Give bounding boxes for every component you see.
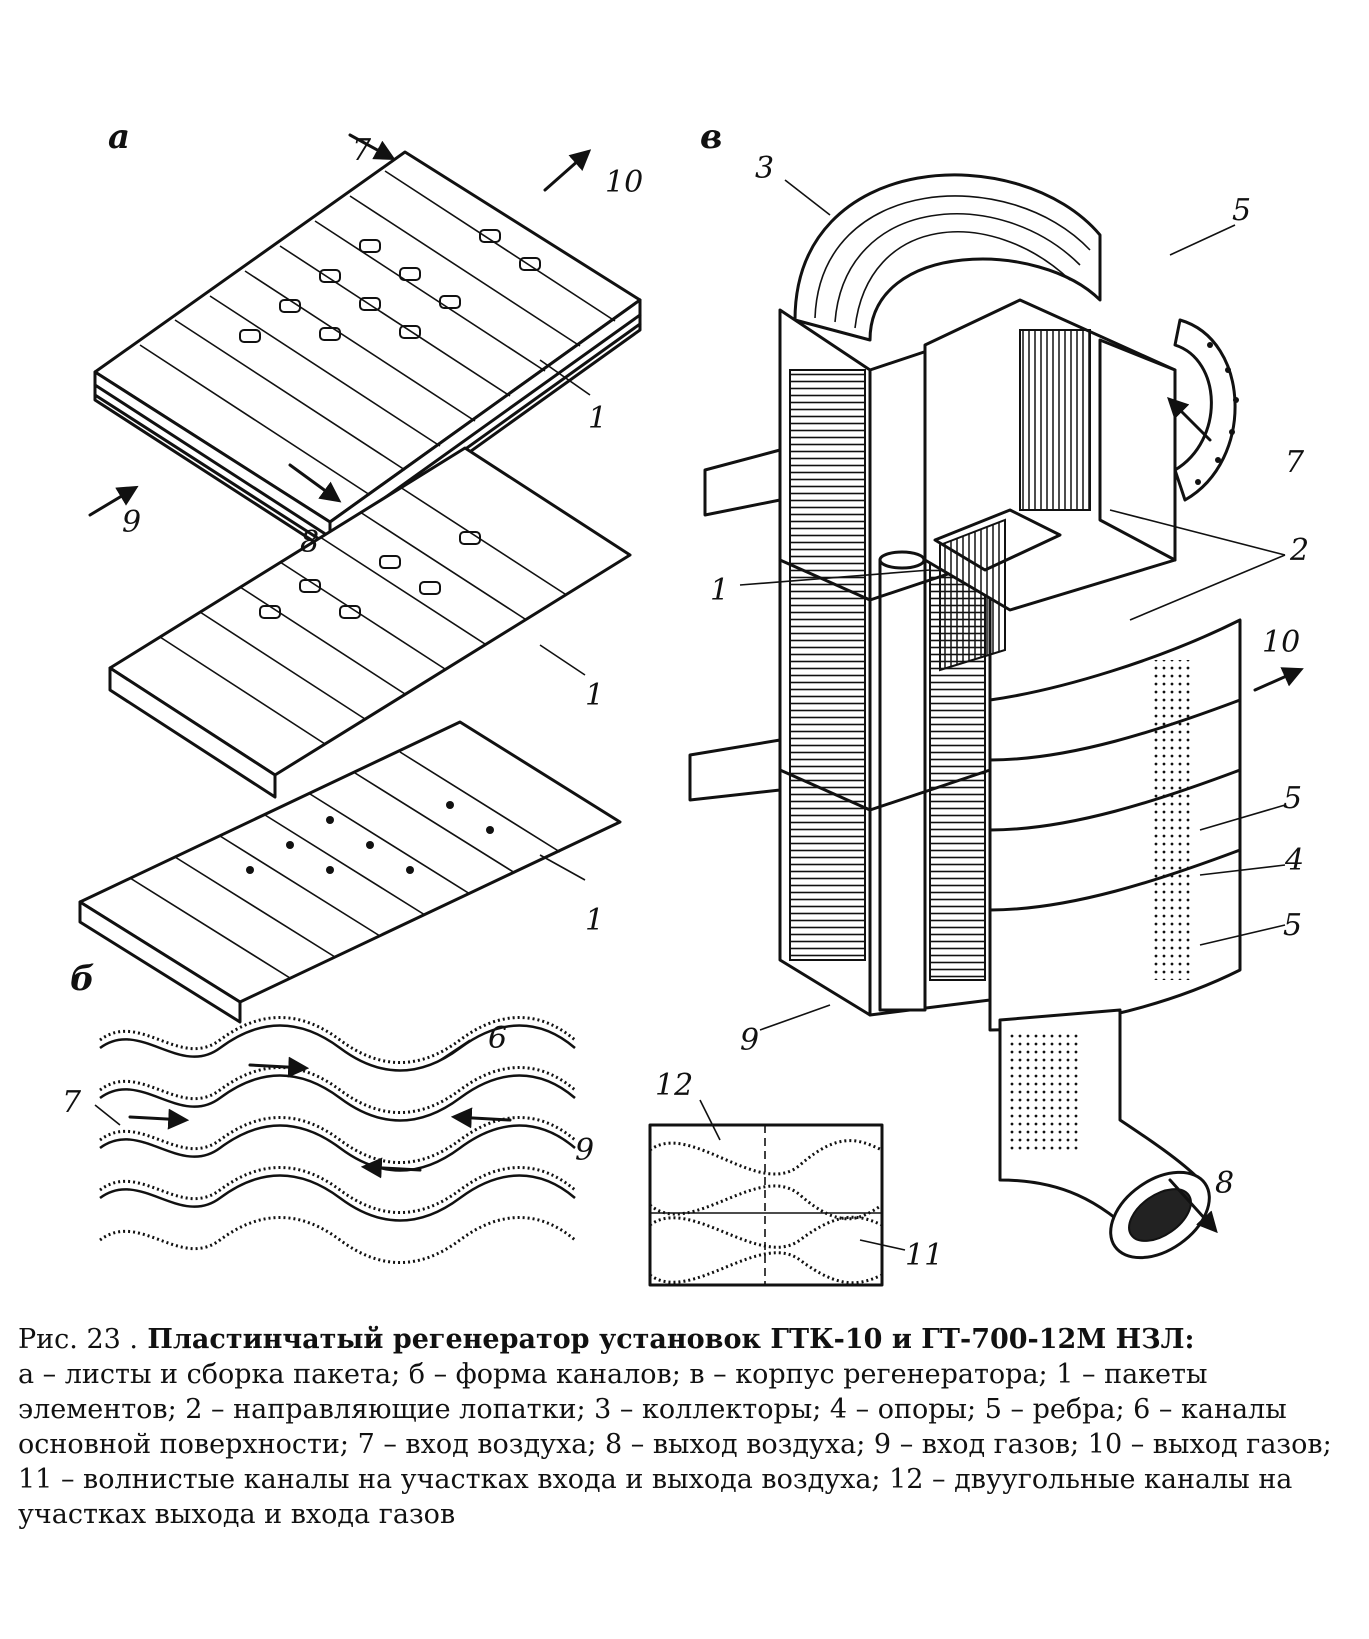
plate-sheet-bottom — [78, 720, 622, 1024]
label-1-a2: 1 — [585, 678, 604, 713]
panel-label-b: б — [70, 959, 95, 999]
air-outlet-arrow-v — [1168, 1178, 1218, 1234]
label-10-v: 10 — [1262, 625, 1300, 660]
label-6: 6 — [488, 1021, 507, 1056]
caption-title: Пластинчатый регенератор установок ГТК-1… — [137, 1324, 1195, 1355]
label-11: 11 — [905, 1238, 943, 1273]
caption-body: а – листы и сборка пакета; б – форма кан… — [18, 1359, 1332, 1530]
label-5-v2: 5 — [1283, 781, 1302, 816]
figure-caption: Рис. 23 . Пластинчатый регенератор устан… — [18, 1322, 1338, 1532]
air-inlet-arrow-v — [1167, 397, 1212, 442]
label-7-v: 7 — [1285, 445, 1305, 480]
label-1-v: 1 — [710, 573, 729, 608]
label-10-a: 10 — [605, 165, 643, 200]
label-9-v: 9 — [740, 1023, 759, 1058]
caption-figure-number: Рис. 23 . — [18, 1324, 138, 1355]
label-8-v: 8 — [1215, 1166, 1234, 1201]
panel-label-a: а — [108, 117, 130, 157]
panel-label-v: в — [700, 117, 722, 157]
label-3: 3 — [755, 151, 774, 186]
label-12: 12 — [655, 1068, 693, 1103]
gas-outlet-arrow — [543, 149, 592, 192]
label-1-a3: 1 — [585, 903, 604, 938]
label-5-v3: 5 — [1283, 908, 1302, 943]
label-5-v1: 5 — [1232, 193, 1251, 228]
panel-b-channels — [94, 1016, 576, 1264]
label-9-b: 9 — [575, 1133, 594, 1168]
leader-1b — [539, 644, 586, 676]
label-7-b: 7 — [62, 1085, 82, 1120]
gas-inlet-arrow — [88, 485, 139, 517]
plate-sheet-middle — [108, 446, 632, 799]
label-9-a: 9 — [122, 505, 141, 540]
panel-b-detail — [648, 1099, 906, 1287]
leader-1a — [539, 359, 591, 396]
air-outlet-arrow — [288, 463, 342, 503]
air-inlet-arrow — [348, 133, 396, 161]
gas-outlet-arrow-v — [1253, 667, 1304, 692]
label-1-a1: 1 — [588, 401, 607, 436]
label-4: 4 — [1284, 843, 1304, 878]
label-8-a: 8 — [300, 525, 319, 560]
leader-1c — [539, 854, 586, 881]
plate-stack — [93, 150, 642, 554]
panel-a-sheets — [78, 133, 642, 1024]
label-2: 2 — [1289, 533, 1309, 568]
panel-v-casing — [688, 173, 1304, 1260]
label-7-a: 7 — [352, 133, 372, 168]
